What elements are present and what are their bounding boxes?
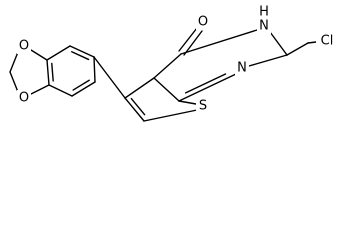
bond-chloromethyl-2 [307, 41, 317, 44]
bond-pyrimidine-4 [248, 54, 288, 67]
chlorine-label: Cl [321, 34, 334, 49]
bond-dioxole-4 [30, 84, 50, 95]
atom-labels: O H N N S Cl O O [17, 4, 338, 114]
carbonyl-oxygen-label: O [198, 15, 208, 30]
label-bg [196, 98, 210, 114]
bond-pyrimidine-1 [153, 53, 182, 79]
nh-nitrogen-label: N [259, 19, 269, 34]
label-bg [17, 90, 31, 106]
molecule-structure-diagram: O H N N S Cl O O [9, 4, 338, 122]
bond-aryl-link [93, 56, 126, 99]
bond-carbonyl-2 [183, 30, 203, 56]
bond-dioxole-2 [9, 51, 19, 73]
bond-chloromethyl-1 [286, 42, 309, 56]
ring-nitrogen-label: N [237, 61, 247, 76]
bond-thiophene-4 [143, 109, 198, 122]
bond-benzo-inner-1 [71, 51, 90, 61]
nh-hydrogen-label: H [259, 5, 269, 20]
label-bg [257, 4, 271, 20]
label-bg [196, 14, 210, 30]
dioxole-oxygen-bottom-label: O [19, 91, 29, 106]
bond-benzo-inner-2 [72, 79, 90, 91]
bond-thiophene-1 [124, 77, 155, 99]
bond-pyrimidine-inner [184, 73, 227, 94]
dioxole-oxygen-top-label: O [19, 39, 29, 54]
bond-carbonyl-1 [178, 27, 198, 52]
bond-thiophene-2 [153, 77, 180, 102]
bond-dioxole-3 [9, 71, 19, 93]
bond-benzo-4 [71, 81, 96, 97]
bond-pyrimidine-5 [178, 73, 237, 102]
bond-pyrimidine-3 [269, 31, 288, 56]
label-bg [316, 33, 338, 49]
bonds [9, 27, 317, 122]
bond-thiophene-5 [124, 97, 145, 122]
bond-benzo-1 [46, 45, 71, 61]
bond-benzo-5 [48, 84, 73, 97]
bond-thiophene-inner [130, 97, 146, 116]
thiophene-sulfur-label: S [199, 99, 207, 114]
bond-benzo-6 [46, 59, 50, 86]
bond-benzo-2 [69, 45, 95, 58]
bond-pyrimidine-2 [180, 29, 258, 55]
label-bg [17, 38, 31, 54]
bond-thiophene-3 [178, 100, 197, 105]
bond-dioxole-1 [30, 49, 48, 61]
bond-benzo-inner-3 [51, 62, 54, 82]
label-bg [235, 60, 249, 76]
label-bg [257, 18, 271, 34]
bond-benzo-3 [93, 56, 96, 83]
